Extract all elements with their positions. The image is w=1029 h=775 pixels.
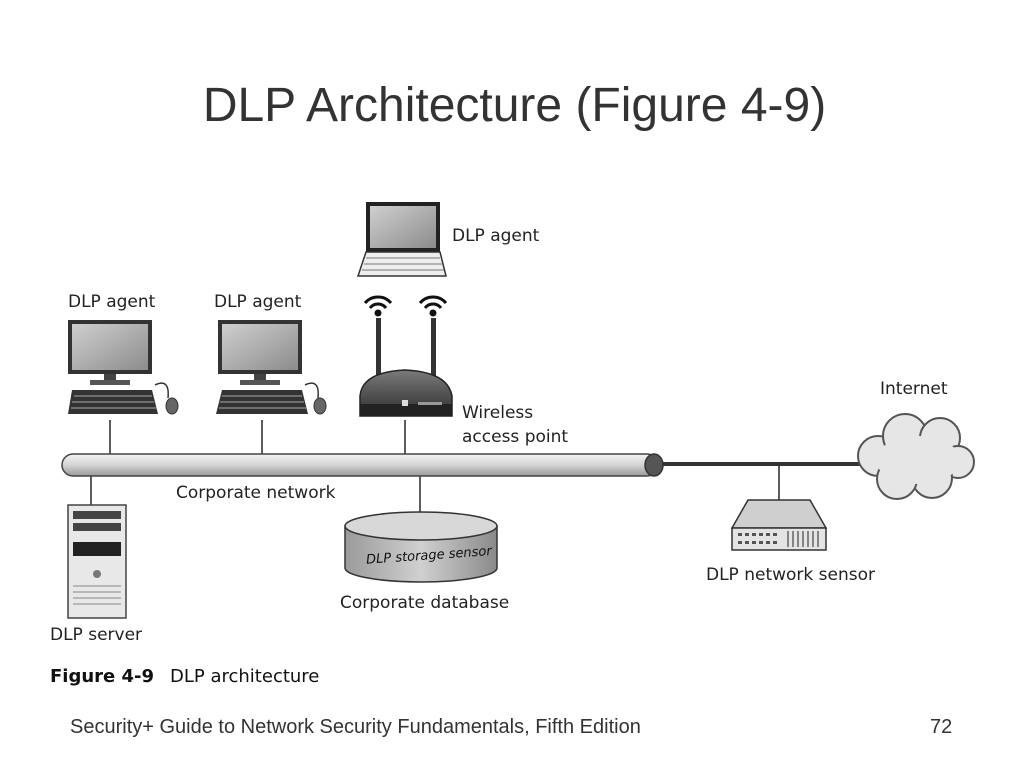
corporate-network-label: Corporate network	[176, 483, 336, 503]
wifi-signal-icon-right	[418, 295, 448, 317]
internet-label: Internet	[880, 379, 948, 399]
connection-lines	[90, 420, 780, 512]
desktop1-agent-label: DLP agent	[68, 292, 156, 312]
wireless-label-line2: access point	[462, 427, 568, 447]
figure-title: DLP architecture	[170, 666, 319, 687]
page-number: 72	[930, 716, 953, 738]
laptop-icon	[356, 202, 447, 277]
dlp-server-label: DLP server	[50, 625, 142, 645]
network-sensor-appliance-icon	[730, 499, 828, 551]
database-cylinder-icon	[344, 511, 498, 583]
server-tower-icon	[67, 504, 127, 619]
wireless-label-line1: Wireless	[462, 403, 533, 423]
desktop-computer-icon-1	[68, 320, 179, 415]
desktop2-agent-label: DLP agent	[214, 292, 302, 312]
corporate-network-pipe	[61, 453, 664, 477]
wireless-router-icon	[359, 318, 453, 417]
figure-number: Figure 4-9	[50, 666, 154, 687]
wifi-signal-icon-left	[363, 295, 393, 317]
desktop-computer-icon-2	[216, 320, 327, 415]
dlp-network-sensor-label: DLP network sensor	[706, 565, 875, 585]
footer-book-title: Security+ Guide to Network Security Fund…	[70, 716, 641, 738]
laptop-agent-label: DLP agent	[452, 226, 540, 246]
slide-title: DLP Architecture (Figure 4-9)	[202, 79, 827, 132]
corporate-database-label: Corporate database	[340, 593, 509, 613]
